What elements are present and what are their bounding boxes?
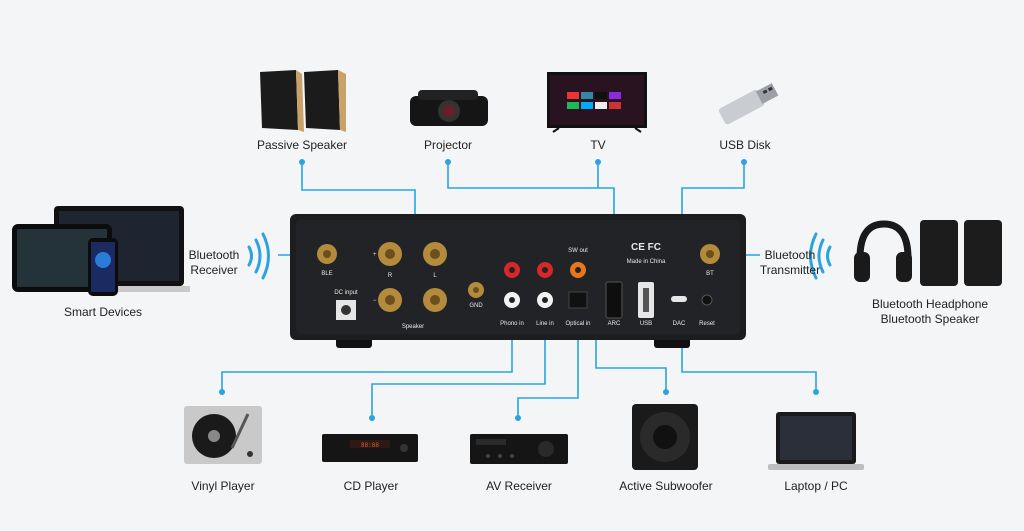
sw-out-label: SW out — [568, 248, 588, 254]
speaker-terminals — [378, 242, 447, 312]
vinyl-player-label: Vinyl Player — [191, 479, 255, 493]
ble-label: BLE — [321, 271, 332, 277]
bt-waves-left-icon — [247, 232, 270, 280]
svg-text:88:88: 88:88 — [361, 442, 379, 449]
smart-devices-image — [12, 206, 190, 296]
usb-disk-image — [718, 83, 779, 125]
projector-image — [410, 90, 488, 126]
usb-disk-label: USB Disk — [719, 138, 771, 152]
cert-marks: CE FC — [631, 242, 661, 253]
optical-in-port — [568, 291, 588, 309]
passive-speaker-image — [260, 70, 346, 132]
svg-text:+: + — [373, 252, 377, 258]
wire-av — [517, 320, 579, 418]
dac-port — [671, 296, 687, 302]
speaker-label: Speaker — [402, 324, 424, 330]
usb-label: USB — [640, 321, 652, 327]
wire-vinyl — [221, 320, 513, 392]
rca-jacks — [504, 262, 553, 308]
wire-cd — [371, 320, 546, 418]
amplifier-rear-panel: BLE DC input R L + − Speaker GND Phono i… — [290, 214, 746, 348]
dc-input-label: DC input — [334, 290, 358, 296]
active-subwoofer-image — [632, 404, 698, 470]
line-in-label: Line in — [536, 321, 554, 327]
hdmi-arc-port — [605, 281, 623, 319]
tv-label: TV — [590, 138, 606, 152]
svg-text:R: R — [388, 273, 393, 279]
active-subwoofer-label: Active Subwoofer — [619, 479, 713, 493]
dac-label: DAC — [673, 321, 686, 327]
reset-button — [701, 294, 713, 306]
reset-label: Reset — [699, 321, 715, 327]
svg-text:GND: GND — [469, 303, 483, 309]
bt-waves-right-icon — [809, 232, 832, 280]
tv-image — [547, 72, 647, 133]
cd-player-label: CD Player — [343, 479, 399, 493]
bt-headphone-speaker-image — [854, 220, 1002, 286]
passive-speaker-label: Passive Speaker — [256, 138, 348, 152]
phono-in-label: Phono in — [500, 321, 524, 327]
optical-in-label: Optical in — [565, 321, 590, 327]
vinyl-player-image — [184, 406, 262, 464]
arc-label: ARC — [608, 321, 621, 327]
av-receiver-image — [470, 434, 568, 464]
projector-label: Projector — [423, 138, 473, 152]
bt-label: BT — [706, 271, 714, 277]
laptop-image — [768, 412, 864, 470]
av-receiver-label: AV Receiver — [486, 479, 552, 493]
smart-devices-label: Smart Devices — [63, 305, 143, 319]
cd-player-image: 88:88 — [322, 434, 418, 462]
svg-text:−: − — [373, 298, 377, 304]
made-in-label: Made in China — [627, 259, 666, 265]
laptop-pc-label: Laptop / PC — [784, 479, 848, 493]
svg-text:L: L — [433, 273, 437, 279]
